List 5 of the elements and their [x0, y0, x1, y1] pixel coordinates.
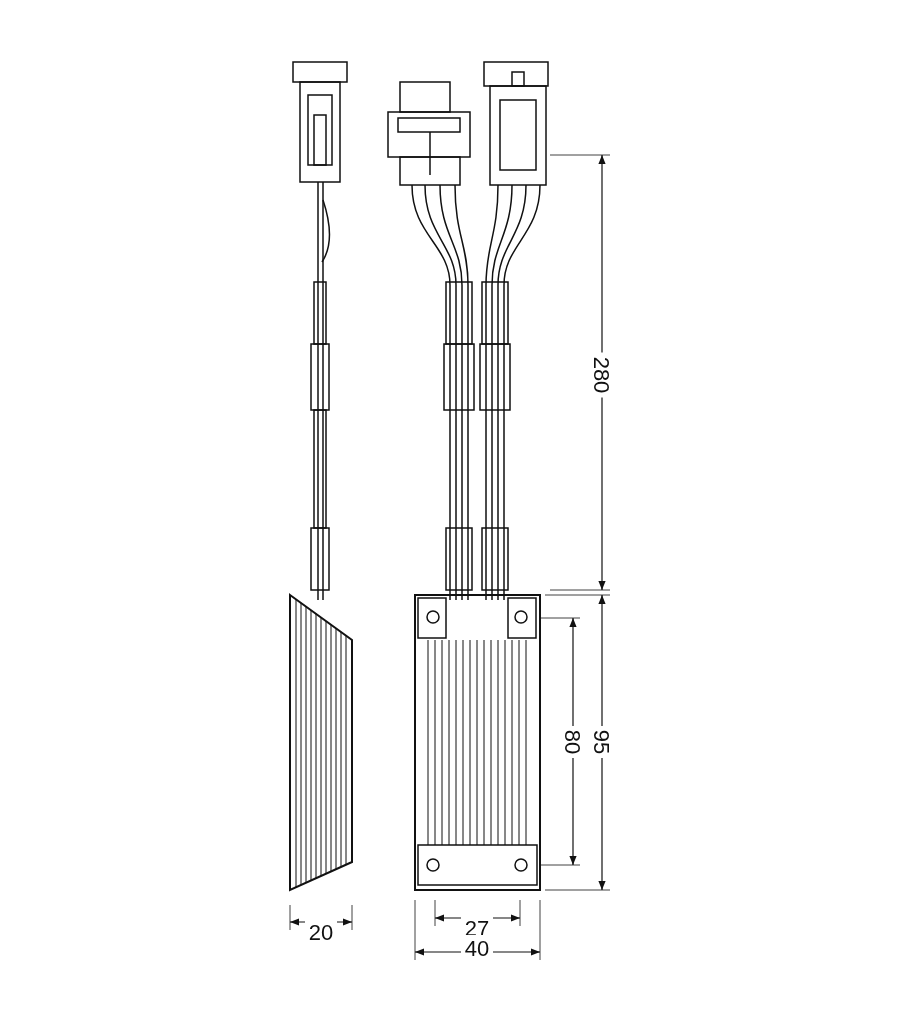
dimension-label: 280 — [589, 356, 614, 394]
dimension-label: 20 — [308, 920, 334, 945]
dimension-label: 80 — [560, 729, 585, 755]
dimension-label: 95 — [589, 729, 614, 755]
dimension-label: 40 — [464, 936, 490, 961]
